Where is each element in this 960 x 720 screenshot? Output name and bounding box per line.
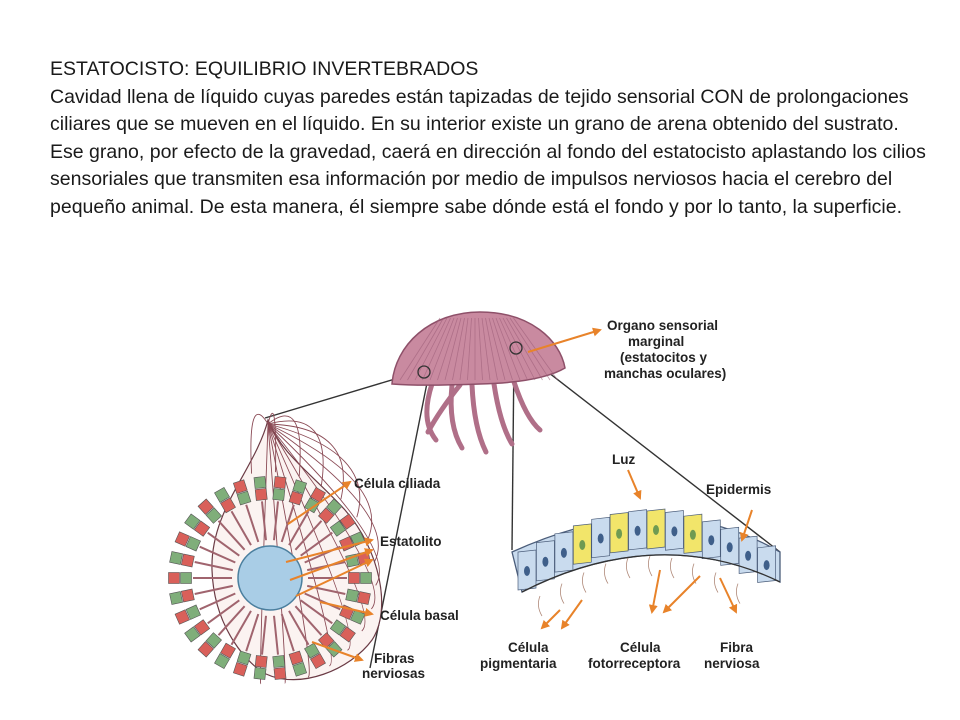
ocelli-section [511, 508, 781, 617]
diagram-labels: Organo sensorial marginal (estatocitos y… [354, 318, 771, 681]
label-fibras: Fibras [374, 651, 415, 666]
label-fotorreceptora-2: fotorreceptora [588, 656, 681, 671]
label-organo-marginal: marginal [628, 334, 684, 349]
label-pigmentaria-2: pigmentaria [480, 656, 557, 671]
label-epidermis: Epidermis [706, 482, 771, 497]
label-organo-sensorial: Organo sensorial [607, 318, 718, 333]
slide-text-block: ESTATOCISTO: EQUILIBRIO INVERTEBRADOS Ca… [50, 56, 930, 222]
label-nerviosa: nerviosa [704, 656, 760, 671]
statocyst-section [168, 412, 383, 685]
slide-body: Cavidad llena de líquido cuyas paredes e… [50, 85, 926, 218]
slide-title: ESTATOCISTO: EQUILIBRIO INVERTEBRADOS [50, 58, 479, 80]
label-pigmentaria-1: Célula [508, 640, 549, 655]
label-fotorreceptora-1: Célula [620, 640, 661, 655]
label-luz: Luz [612, 452, 635, 467]
marginal-organ-marker-left [417, 365, 431, 379]
label-organo-manchas: manchas oculares) [604, 366, 726, 381]
label-nerviosas: nerviosas [362, 666, 425, 681]
annotation-arrows [285, 327, 753, 662]
label-fibra: Fibra [720, 640, 753, 655]
label-celula-basal: Célula basal [380, 608, 459, 623]
label-estatolito: Estatolito [380, 534, 442, 549]
label-organo-estatocitos: (estatocitos y [620, 350, 708, 365]
marginal-organ-marker-right [509, 341, 523, 355]
jellyfish [391, 311, 566, 455]
label-celula-ciliada: Célula ciliada [354, 476, 441, 491]
statolith [237, 545, 303, 611]
